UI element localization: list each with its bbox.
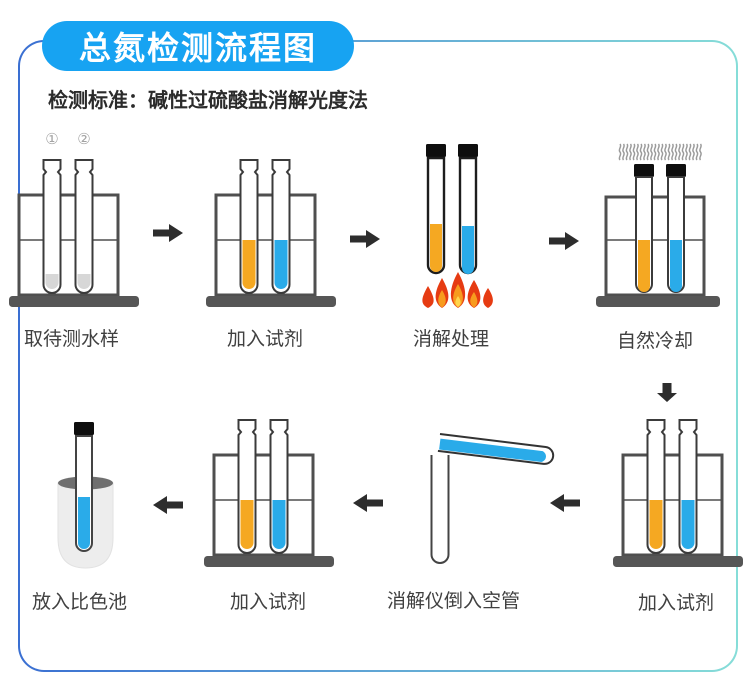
reagent-liquid-orange xyxy=(430,224,442,272)
arrow-right-icon xyxy=(153,224,183,242)
tube-rack-icon xyxy=(205,193,337,308)
step4-cooling-illustration xyxy=(596,143,720,307)
arrow-right-icon xyxy=(350,230,380,248)
arrow-right-icon xyxy=(549,232,579,250)
reagent-liquid-blue xyxy=(78,497,90,549)
step5-label: 加入试剂 xyxy=(638,593,715,614)
step8-colorimetric-cup-illustration xyxy=(57,422,114,569)
step4-label: 自然冷却 xyxy=(617,331,694,352)
step1-label: 取待测水样 xyxy=(24,329,120,350)
arrow-left-icon xyxy=(353,494,383,512)
reagent-liquid-blue xyxy=(670,240,682,292)
tube-rack-icon xyxy=(8,193,140,308)
content-area xyxy=(20,42,736,670)
content-border-frame xyxy=(18,40,738,672)
reagent-liquid-orange xyxy=(649,500,663,549)
tube-rack-icon xyxy=(604,195,706,297)
step6-label: 消解仪倒入空管 xyxy=(387,591,521,612)
water-sample-liquid xyxy=(45,274,59,289)
rack-base xyxy=(596,296,720,307)
reagent-liquid-orange xyxy=(638,240,650,292)
step7-label: 加入试剂 xyxy=(230,592,307,613)
reagent-liquid-blue xyxy=(272,500,286,549)
detection-standard-text: 检测标准：碱性过硫酸盐消解光度法 xyxy=(48,90,368,112)
reagent-liquid-orange xyxy=(240,500,254,549)
step2-reagent-rack-illustration xyxy=(205,159,337,308)
empty-test-tube-icon xyxy=(430,455,450,564)
tube-mark-1: ① xyxy=(45,131,59,148)
step7-reagent-rack-illustration xyxy=(203,419,335,568)
reagent-liquid-blue xyxy=(274,240,288,289)
tube-cap-icon xyxy=(458,144,478,157)
test-tube-icon xyxy=(42,159,62,294)
page-title: 总氮检测流程图 xyxy=(78,30,317,66)
tube-mark-2: ② xyxy=(77,131,91,148)
tilted-test-tube-icon xyxy=(437,433,555,465)
step2-label: 加入试剂 xyxy=(227,329,304,350)
flame-icon xyxy=(422,272,493,308)
tube-cap-icon xyxy=(634,164,654,177)
step1-sample-rack-illustration xyxy=(8,159,140,308)
step5-reagent-rack-illustration xyxy=(612,419,744,568)
reagent-liquid-orange xyxy=(242,240,256,289)
tube-rack-icon xyxy=(203,453,335,568)
water-sample-liquid xyxy=(77,274,91,289)
title-badge: 总氮检测流程图 xyxy=(42,21,354,71)
step3-digestion-illustration xyxy=(422,144,493,308)
tube-cap-icon xyxy=(666,164,686,177)
steam-icon xyxy=(618,143,702,161)
tube-rack-icon xyxy=(612,453,744,568)
reagent-liquid-blue xyxy=(681,500,695,549)
step8-label: 放入比色池 xyxy=(32,592,128,613)
arrow-down-icon xyxy=(657,383,677,402)
tube-cap-icon xyxy=(74,422,94,435)
step6-pouring-illustration xyxy=(430,433,555,564)
tube-cap-icon xyxy=(426,144,446,157)
step3-label: 消解处理 xyxy=(413,329,490,350)
reagent-liquid-blue xyxy=(462,226,474,274)
pouring-liquid-blue xyxy=(439,438,546,463)
test-tube-icon xyxy=(74,159,94,294)
arrow-left-icon xyxy=(153,496,183,514)
